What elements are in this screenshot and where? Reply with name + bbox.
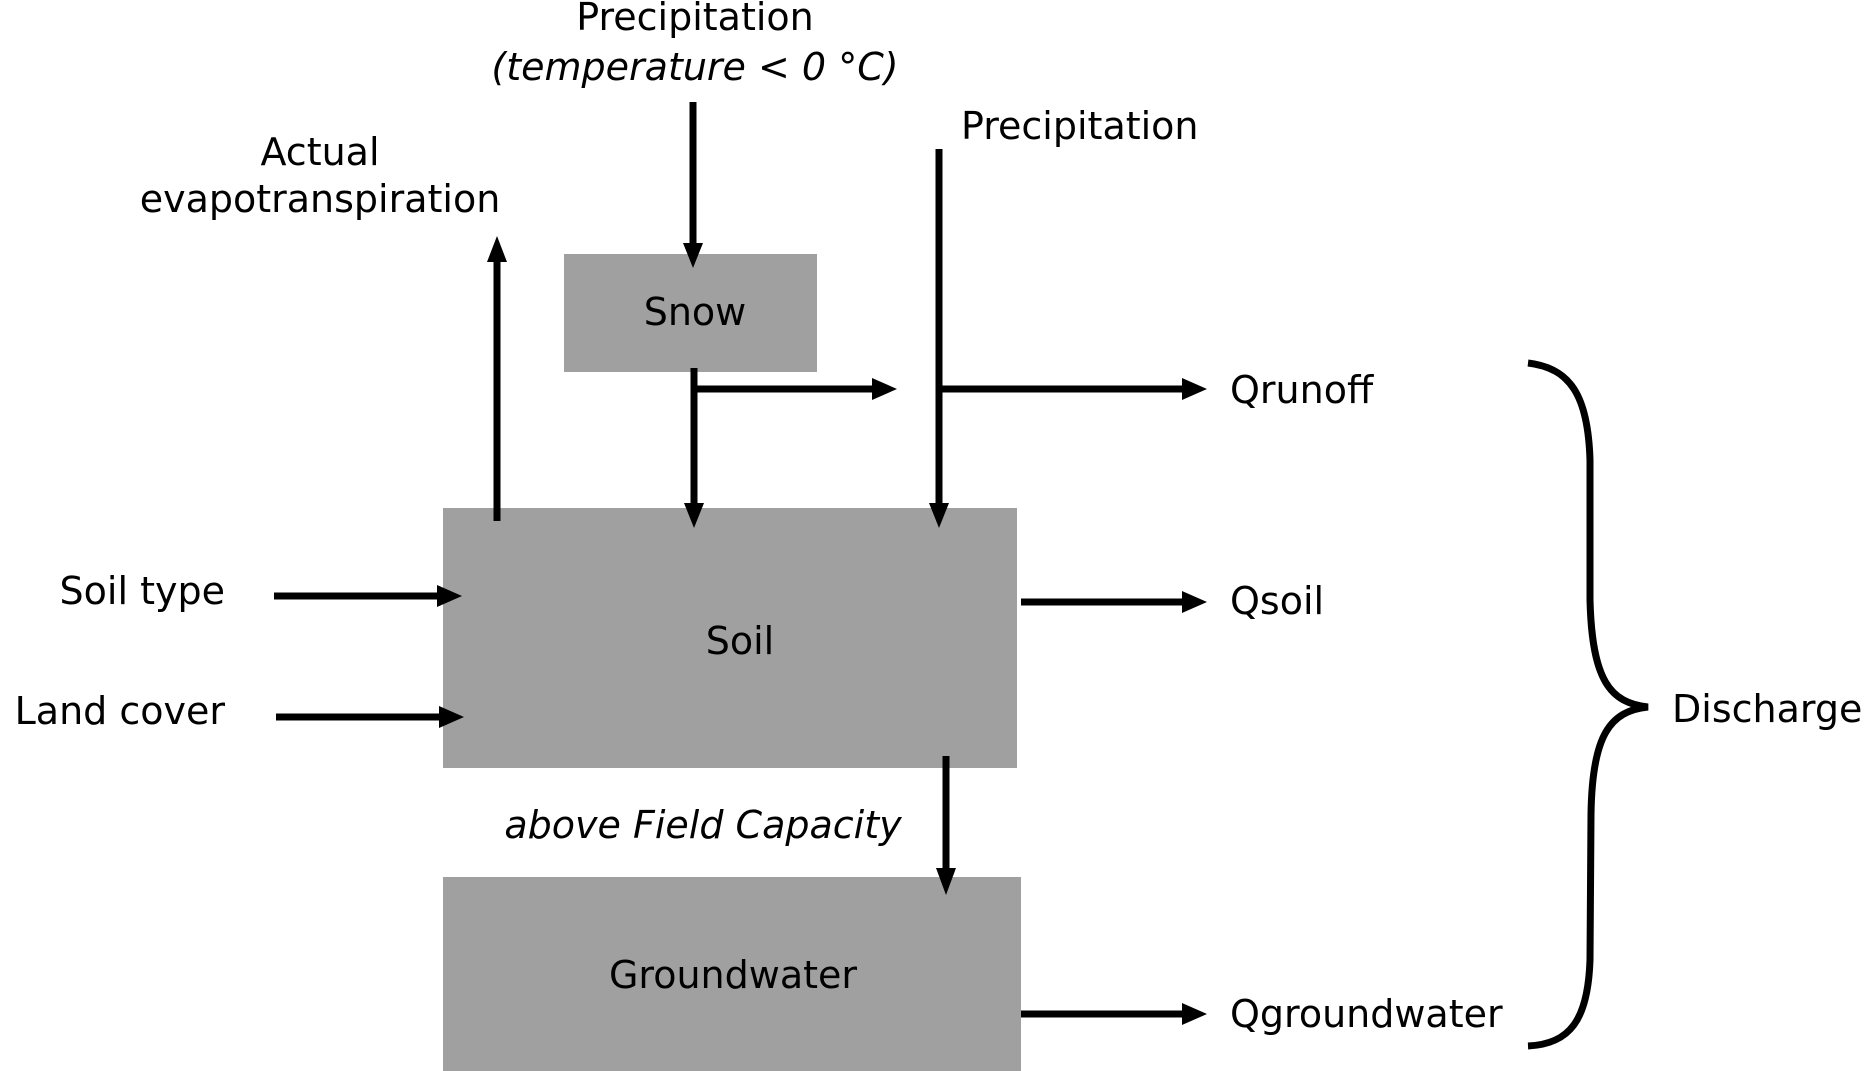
- arrow-precip-to-qrunoff: [939, 378, 1207, 400]
- arrowhead-icon: [487, 236, 507, 262]
- land-cover-label: Land cover: [15, 689, 226, 733]
- arrow-precip-to-soil: [929, 149, 949, 528]
- discharge-brace-icon: [1527, 359, 1649, 1050]
- precip-rain-label: Precipitation: [961, 104, 1199, 148]
- groundwater-box-rect: [443, 877, 1021, 1071]
- soil-box-rect: [443, 508, 1017, 768]
- soil-type-label: Soil type: [60, 569, 225, 613]
- arrowhead-icon: [1182, 1003, 1207, 1025]
- snow-box: Snow: [564, 254, 817, 372]
- arrow-soil-to-aet: [487, 236, 507, 521]
- snow-box-rect: [564, 254, 817, 372]
- precip-snow-condition-label: (temperature < 0 °C): [491, 45, 898, 89]
- arrowhead-icon: [684, 503, 704, 528]
- groundwater-box: Groundwater: [443, 877, 1021, 1071]
- arrow-precip-to-snow: [683, 102, 703, 268]
- snow-box-label: Snow: [644, 290, 747, 334]
- field-capacity-label: above Field Capacity: [504, 803, 902, 847]
- discharge-label: Discharge: [1672, 687, 1862, 731]
- arrowhead-icon: [1182, 591, 1207, 613]
- arrow-soil-to-groundwater: [936, 756, 956, 895]
- arrowhead-icon: [872, 378, 897, 400]
- arrowhead-icon: [936, 868, 956, 895]
- groundwater-box-label: Groundwater: [609, 953, 857, 997]
- arrowhead-icon: [437, 585, 462, 607]
- arrowhead-icon: [683, 243, 703, 268]
- arrow-land-cover-to-soil: [276, 706, 464, 728]
- arrowhead-icon: [1182, 378, 1207, 400]
- q-runoff-label: Qrunoff: [1230, 368, 1374, 412]
- arrow-soil-type-to-soil: [274, 585, 462, 607]
- aet-label-line1: Actual: [260, 130, 379, 174]
- precip-snow-label: Precipitation: [576, 0, 814, 39]
- arrow-snow-to-runoff: [694, 378, 897, 400]
- arrowhead-icon: [439, 706, 464, 728]
- q-groundwater-label: Qgroundwater: [1230, 992, 1503, 1036]
- soil-box: Soil: [443, 508, 1017, 768]
- arrow-soil-to-qsoil: [1021, 591, 1207, 613]
- aet-label-line2: evapotranspiration: [140, 177, 501, 221]
- soil-box-label: Soil: [706, 619, 775, 663]
- arrow-groundwater-to-qgroundwater: [1021, 1003, 1207, 1025]
- arrowhead-icon: [929, 503, 949, 528]
- q-soil-label: Qsoil: [1230, 579, 1324, 623]
